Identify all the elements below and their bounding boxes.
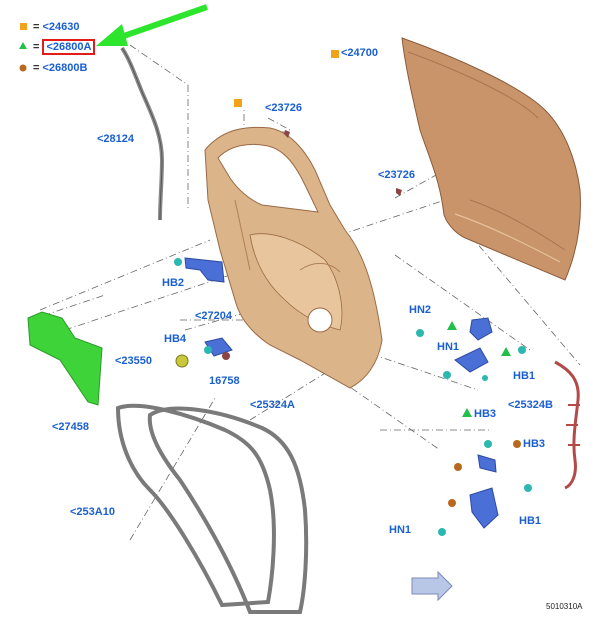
label-25324B[interactable]: <25324B bbox=[508, 399, 553, 411]
label-24700[interactable]: <24700 bbox=[341, 47, 379, 59]
triangle-marker bbox=[447, 321, 457, 330]
outer-door-panel-24700 bbox=[401, 37, 581, 281]
label-hb4[interactable]: HB4 bbox=[164, 333, 187, 345]
legend-row-26800A: =<26800A bbox=[31, 39, 96, 55]
circle-marker bbox=[448, 499, 456, 507]
label-hb1-upper[interactable]: HB1 bbox=[513, 370, 536, 382]
label-hn1-upper[interactable]: HN1 bbox=[437, 341, 460, 353]
legend-equals: = bbox=[33, 21, 40, 33]
label-27204[interactable]: <27204 bbox=[195, 310, 233, 322]
triangle-marker bbox=[501, 347, 511, 356]
label-27458[interactable]: <27458 bbox=[52, 421, 90, 433]
check-strap-23550 bbox=[175, 354, 189, 368]
legend-text-26800B[interactable]: <26800B bbox=[42, 62, 88, 74]
label-23550[interactable]: <23550 bbox=[115, 355, 153, 367]
legend-text-26800A[interactable]: <26800A bbox=[42, 39, 96, 55]
legend-equals: = bbox=[33, 62, 40, 74]
legend-text-24630[interactable]: <24630 bbox=[42, 21, 80, 33]
label-25324A[interactable]: <25324A bbox=[250, 399, 295, 411]
fastener-23726-lower bbox=[396, 188, 402, 196]
label-hb2[interactable]: HB2 bbox=[162, 277, 185, 289]
label-hb3-upper[interactable]: HB3 bbox=[474, 408, 497, 420]
square-marker bbox=[331, 50, 339, 58]
circle-marker bbox=[454, 463, 462, 471]
label-253A10[interactable]: <253A10 bbox=[70, 506, 115, 518]
fastener-23726-upper bbox=[284, 130, 290, 138]
legend-row-26800B: =<26800B bbox=[31, 62, 87, 75]
hinge-right-upper bbox=[416, 317, 526, 381]
inner-door-frame bbox=[204, 126, 383, 389]
markers bbox=[234, 50, 521, 507]
triangle-marker bbox=[462, 408, 472, 417]
circle-marker bbox=[513, 440, 521, 448]
legend-circle-icon bbox=[19, 64, 27, 72]
label-hn2[interactable]: HN2 bbox=[409, 304, 432, 316]
hinge-right-lower bbox=[438, 440, 532, 536]
nav-arrow-icon bbox=[411, 570, 453, 602]
legend-triangle-icon bbox=[19, 42, 27, 49]
label-23726-upper[interactable]: <23726 bbox=[265, 102, 303, 114]
door-seal-253A10 bbox=[115, 403, 276, 608]
legend-equals: = bbox=[33, 41, 40, 53]
square-marker bbox=[234, 99, 242, 107]
legend-row-24630: =<24630 bbox=[31, 21, 79, 34]
label-16758[interactable]: 16758 bbox=[209, 375, 240, 387]
label-hn1-lower[interactable]: HN1 bbox=[389, 524, 412, 536]
green-arrow-icon bbox=[96, 4, 208, 46]
label-hb3-lower[interactable]: HB3 bbox=[523, 438, 546, 450]
hinge-lower bbox=[204, 337, 233, 357]
label-28124[interactable]: <28124 bbox=[97, 133, 135, 145]
trim-part-27458 bbox=[27, 311, 103, 406]
wiring-harness-25324B bbox=[554, 360, 580, 490]
door-seal-25324A bbox=[147, 406, 309, 614]
label-23726-lower[interactable]: <23726 bbox=[378, 169, 416, 181]
hinge-upper-27204 bbox=[174, 257, 225, 283]
figure-code: 5010310A bbox=[546, 602, 583, 611]
fastener-16758 bbox=[222, 352, 230, 360]
legend-square-icon bbox=[20, 23, 27, 30]
label-hb1-lower[interactable]: HB1 bbox=[519, 515, 542, 527]
